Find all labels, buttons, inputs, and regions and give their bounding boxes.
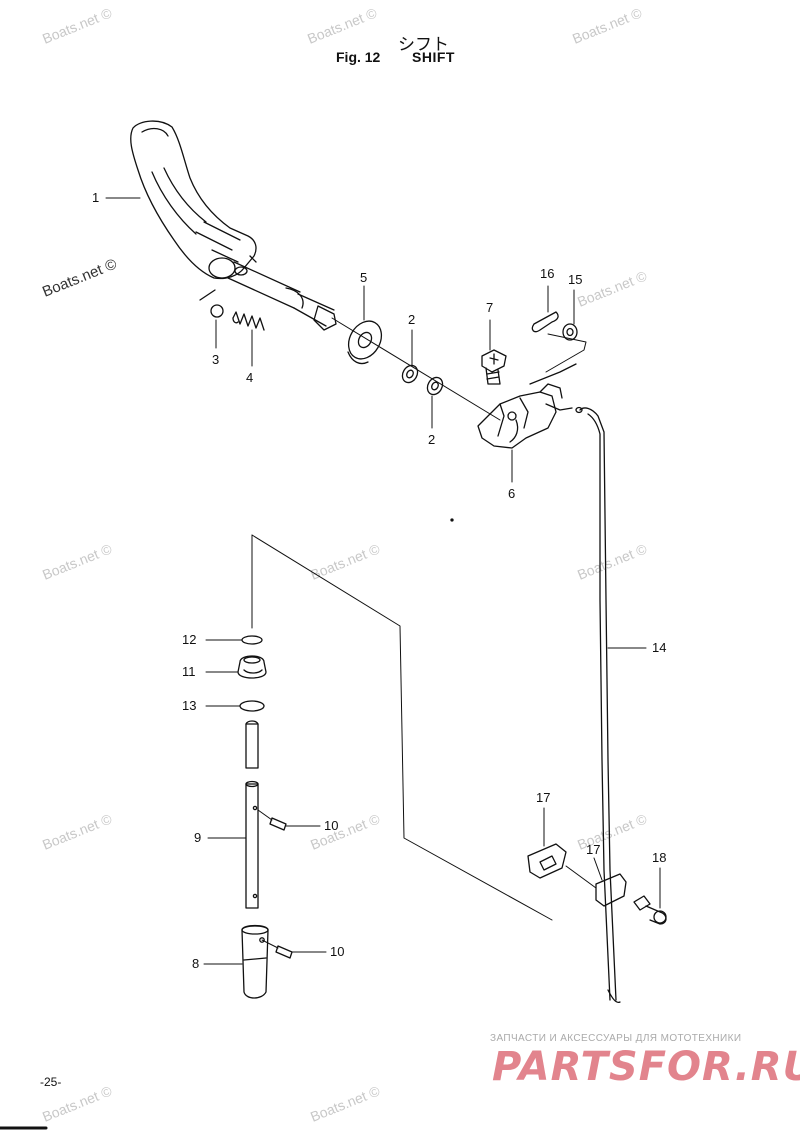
shift-shaft	[245, 780, 259, 909]
shaft-upper	[245, 720, 259, 769]
assembly-frame-line	[251, 534, 553, 921]
leader-line-3	[199, 289, 216, 301]
callout-13: 13	[182, 698, 197, 713]
callout-9: 9	[194, 830, 202, 845]
callout-6: 6	[508, 486, 516, 501]
shift-bracket	[477, 363, 577, 449]
screw	[633, 895, 667, 925]
callout-2: 2	[408, 312, 416, 327]
callout-15: 15	[568, 272, 583, 287]
shaft-grommet	[237, 655, 267, 679]
o-ring	[241, 635, 263, 645]
shift-cam	[241, 924, 269, 999]
leader-line-clip	[545, 333, 587, 373]
stray-mark	[450, 518, 454, 522]
bolt	[481, 349, 507, 385]
callout-12: 12	[182, 632, 197, 647]
callout-7: 7	[486, 300, 494, 315]
promo-logo: PARTSFOR.RU	[492, 1044, 800, 1090]
title-japanese: シフト	[398, 35, 449, 55]
callout-18: 18	[652, 850, 667, 865]
small-washer	[426, 376, 444, 396]
o-ring	[239, 700, 265, 712]
rod-grommet	[595, 873, 627, 907]
leader-line-pin	[257, 809, 273, 821]
clip	[531, 311, 559, 333]
callout-17: 17	[586, 842, 601, 857]
ball	[210, 304, 224, 318]
assembly-axis-line	[331, 317, 501, 421]
callout-leaders	[105, 197, 661, 965]
callout-8: 8	[192, 956, 200, 971]
shift-lever	[130, 120, 337, 331]
callout-1: 1	[92, 190, 100, 205]
pin	[275, 945, 293, 959]
figure-title: SHIFT	[412, 49, 455, 65]
callout-14: 14	[652, 640, 667, 655]
leader-line-pin	[261, 939, 279, 949]
pin	[269, 817, 287, 831]
callout-16: 16	[540, 266, 555, 281]
figure-label: Fig. 12	[336, 49, 381, 65]
callout-4: 4	[246, 370, 254, 385]
callout-3: 3	[212, 352, 220, 367]
callout-5: 5	[360, 270, 368, 285]
page-number: -25-	[40, 1075, 62, 1089]
leader-line-grommet	[565, 865, 597, 889]
spring	[232, 311, 265, 331]
small-washer	[401, 364, 419, 384]
callout-17: 17	[536, 790, 551, 805]
shift-rod	[575, 406, 621, 1004]
callout-2: 2	[428, 432, 436, 447]
leader-line-bracket	[545, 403, 573, 411]
shift-rod-washer	[562, 323, 578, 341]
promo-tagline: ЗАПЧАСТИ И АКСЕССУАРЫ ДЛЯ МОТОТЕХНИКИ	[490, 1033, 742, 1044]
callout-10: 10	[330, 944, 345, 959]
callout-10: 10	[324, 818, 339, 833]
large-washer	[347, 320, 383, 365]
rod-grommet	[527, 843, 567, 879]
callout-11: 11	[182, 664, 196, 679]
